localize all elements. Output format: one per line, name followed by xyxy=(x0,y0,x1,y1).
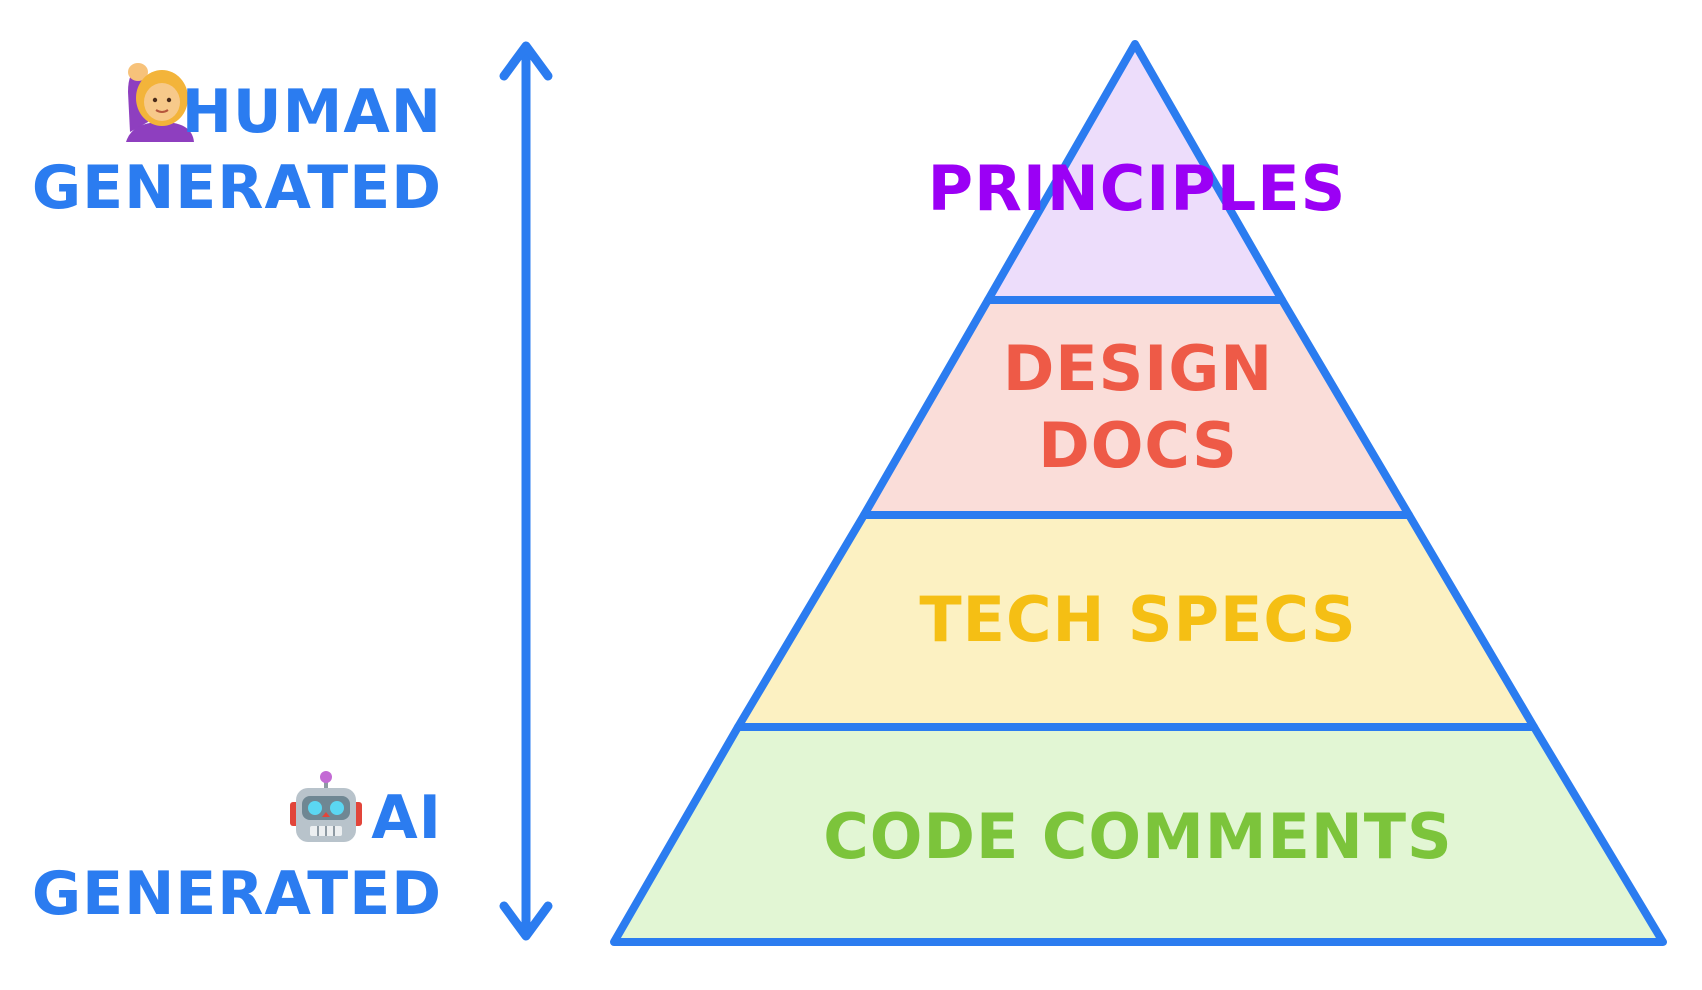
layer-label-principles: PRINCIPLES xyxy=(928,152,1347,225)
layer-label-design: DESIGN xyxy=(1003,332,1273,405)
side-labels: HUMAN GENERATED AI GENERATED xyxy=(32,77,442,929)
human-label-line1: HUMAN xyxy=(182,77,442,147)
human-ai-axis-arrow xyxy=(499,41,553,941)
arrow-down-head xyxy=(499,901,553,941)
robot-icon xyxy=(290,771,362,842)
layer-label-code-comments: CODE COMMENTS xyxy=(823,800,1452,873)
ai-label-line2: GENERATED xyxy=(32,859,442,929)
human-label-line2: GENERATED xyxy=(32,153,442,223)
ai-label-line1: AI xyxy=(371,783,442,853)
layer-label-tech-specs: TECH SPECS xyxy=(919,583,1356,656)
person-raising-hand-icon xyxy=(126,63,194,142)
pyramid-layer-code-comments xyxy=(610,723,1667,946)
pyramid-labels: PRINCIPLES DESIGN DOCS TECH SPECS CODE C… xyxy=(823,152,1452,873)
layer-label-docs: DOCS xyxy=(1038,409,1237,482)
arrow-up-head xyxy=(499,41,553,81)
